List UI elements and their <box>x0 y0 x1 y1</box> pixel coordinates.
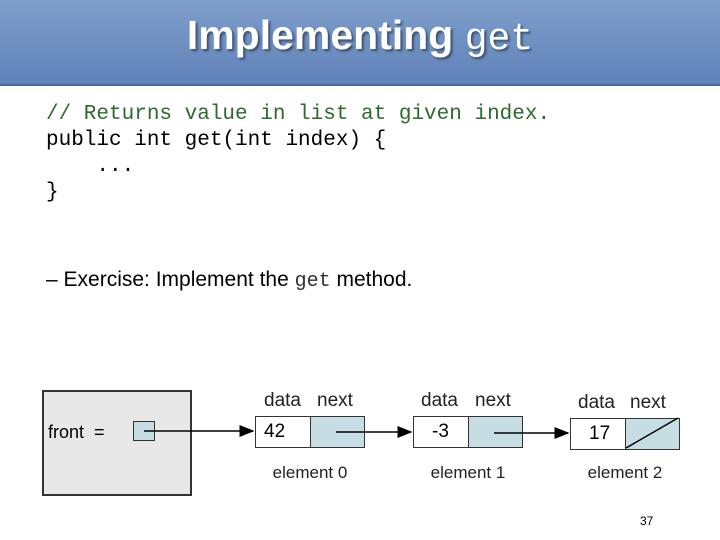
code-line-close: } <box>46 181 59 204</box>
exercise-bullet: – Exercise: Implement the get method. <box>46 268 412 293</box>
node-1-data-header: data <box>421 390 458 411</box>
bullet-text-before: Exercise: Implement the <box>63 268 295 291</box>
title-text: Implementing <box>186 12 454 58</box>
node-1-label: element 1 <box>430 463 506 482</box>
node-1-data: -3 <box>414 417 468 447</box>
page-number: 37 <box>640 514 654 528</box>
bullet-dash: – <box>46 268 64 291</box>
node-1-next-header: next <box>475 390 511 411</box>
front-label: front = <box>48 422 105 442</box>
node-0-data-header: data <box>264 390 301 411</box>
code-comment: // Returns value in list at given index. <box>46 103 551 126</box>
node-1-next <box>468 417 522 447</box>
code-line-signature: public int get(int index) { <box>46 129 387 152</box>
title-bar <box>0 0 720 86</box>
node-2: 17 <box>570 418 680 450</box>
null-slash-icon <box>625 417 679 449</box>
node-2-next-header: next <box>630 392 666 413</box>
bullet-text-after: method. <box>330 268 413 291</box>
front-variable-box <box>42 390 192 496</box>
node-2-data: 17 <box>571 419 625 449</box>
node-2-data-header: data <box>578 392 615 413</box>
node-0-next-header: next <box>317 390 353 411</box>
code-block: // Returns value in list at given index.… <box>46 102 550 206</box>
code-line-body: ... <box>46 155 135 178</box>
slide-title: Implementing get <box>0 12 720 61</box>
node-2-label: element 2 <box>587 463 663 482</box>
bullet-code: get <box>294 270 331 293</box>
node-1: -3 <box>413 416 523 448</box>
title-code: get <box>464 18 534 61</box>
node-0-label: element 0 <box>272 463 348 482</box>
node-0-data: 42 <box>256 417 310 447</box>
